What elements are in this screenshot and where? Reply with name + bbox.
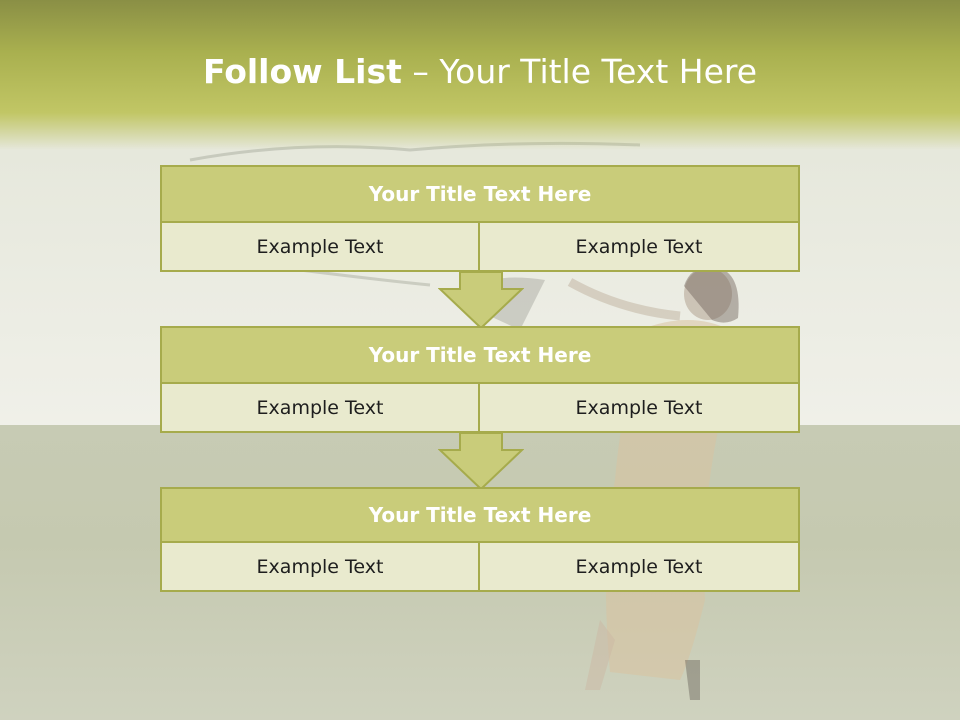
- block-1-title[interactable]: Your Title Text Here: [160, 165, 800, 223]
- block-2-title[interactable]: Your Title Text Here: [160, 326, 800, 384]
- down-arrow-icon: [438, 432, 524, 490]
- follow-list-block-2: Your Title Text Here Example Text Exampl…: [160, 326, 800, 433]
- block-3-title[interactable]: Your Title Text Here: [160, 487, 800, 543]
- block-1-row: Example Text Example Text: [160, 223, 800, 272]
- block-2-left-cell[interactable]: Example Text: [160, 384, 480, 433]
- title-rest: – Your Title Text Here: [401, 52, 758, 91]
- slide-title: Follow List – Your Title Text Here: [0, 52, 960, 91]
- follow-list-block-1: Your Title Text Here Example Text Exampl…: [160, 165, 800, 272]
- block-2-right-cell[interactable]: Example Text: [480, 384, 800, 433]
- block-3-right-cell[interactable]: Example Text: [480, 543, 800, 592]
- block-1-left-cell[interactable]: Example Text: [160, 223, 480, 272]
- down-arrow-icon: [438, 271, 524, 329]
- block-3-row: Example Text Example Text: [160, 543, 800, 592]
- follow-list-block-3: Your Title Text Here Example Text Exampl…: [160, 487, 800, 592]
- block-2-row: Example Text Example Text: [160, 384, 800, 433]
- block-1-right-cell[interactable]: Example Text: [480, 223, 800, 272]
- title-bold: Follow List: [202, 52, 402, 91]
- block-3-left-cell[interactable]: Example Text: [160, 543, 480, 592]
- header-band: [0, 0, 960, 150]
